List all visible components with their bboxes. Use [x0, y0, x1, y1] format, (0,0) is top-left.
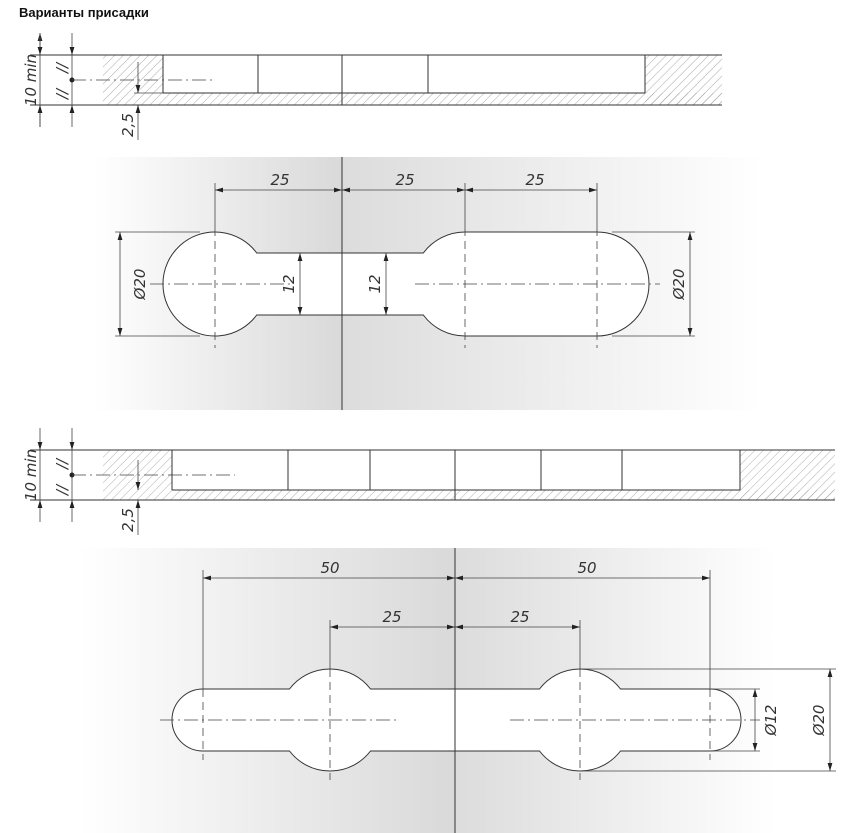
thickness-label: 10 min	[22, 449, 40, 501]
spacing-label: 25	[395, 171, 414, 189]
inner-spacing-label: 25	[382, 608, 401, 626]
outer-spacing-label: 50	[577, 559, 596, 577]
outer-spacing-label: 50	[320, 559, 339, 577]
equal-mark: //	[53, 457, 71, 471]
depth-label: 2,5	[119, 508, 137, 532]
double-keyhole-slot-outline	[171, 668, 742, 772]
depth-label: 2,5	[119, 113, 137, 137]
equal-mark: //	[53, 61, 71, 75]
equal-mark: //	[53, 87, 71, 101]
neck-width-label: 12	[280, 274, 298, 293]
diameter-label-right: Ø20	[670, 269, 688, 301]
page-title: Варианты присадки	[19, 5, 149, 20]
inner-spacing-label: 25	[510, 608, 529, 626]
profile-section-1: 10 min // // 2,5	[22, 33, 722, 140]
plan-section-2: 50 50 25 25 Ø12 Ø20	[80, 548, 836, 833]
neck-width-label: 12	[366, 274, 384, 293]
profile-section-2: 10 min // // 2,5	[22, 428, 835, 535]
slot-width-label: Ø12	[762, 705, 780, 737]
plan-section-1: 25 25 25 Ø20 Ø20 12 12	[95, 157, 762, 410]
diameter-label-left: Ø20	[131, 269, 149, 301]
diameter-label: Ø20	[810, 705, 828, 737]
keyhole-slot-outline	[162, 231, 650, 337]
spacing-label: 25	[270, 171, 289, 189]
spacing-label: 25	[525, 171, 544, 189]
equal-mark: //	[53, 483, 71, 497]
thickness-label: 10 min	[22, 54, 40, 106]
